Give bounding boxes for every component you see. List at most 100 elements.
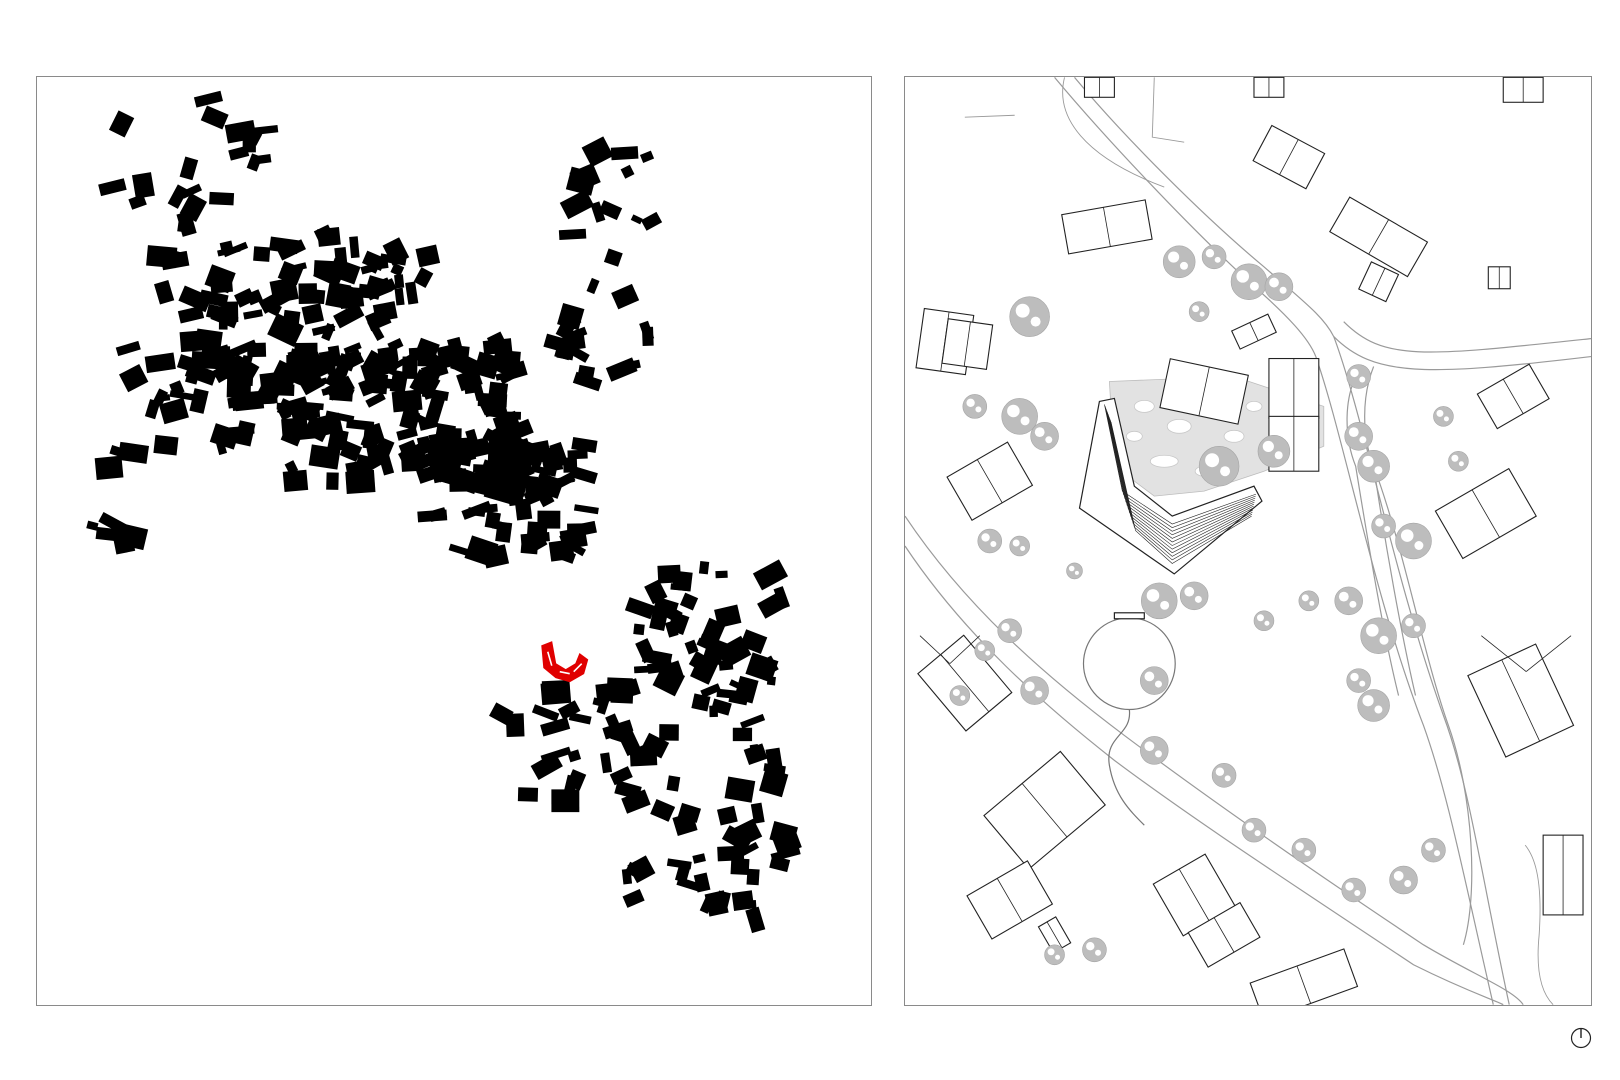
- building-block: [333, 302, 365, 329]
- building-block: [531, 704, 560, 722]
- building-block: [391, 389, 423, 413]
- building-block: [98, 178, 127, 197]
- site-plan-map: [904, 76, 1592, 1006]
- building-block: [425, 395, 446, 422]
- building-block: [726, 818, 763, 850]
- building-block: [610, 146, 639, 161]
- building-block: [609, 766, 633, 786]
- building-block: [752, 559, 789, 591]
- tree: [997, 618, 1022, 644]
- tree: [1188, 301, 1210, 322]
- tree: [1344, 422, 1373, 451]
- building-block: [559, 527, 588, 550]
- building-block: [664, 620, 679, 638]
- building-block: [327, 428, 349, 451]
- building-block: [641, 648, 673, 667]
- building-block: [301, 303, 325, 325]
- building-block: [640, 211, 663, 231]
- building-block: [415, 244, 441, 268]
- tree: [1253, 610, 1275, 632]
- house: [1187, 901, 1261, 968]
- houses: [915, 77, 1584, 1005]
- building-block: [361, 250, 387, 272]
- building-block: [602, 719, 634, 740]
- building-block: [754, 655, 779, 679]
- building-block: [498, 369, 516, 385]
- building-block: [205, 303, 222, 320]
- house: [1542, 834, 1584, 916]
- building-block: [310, 412, 344, 438]
- building-block: [189, 388, 209, 414]
- house: [1083, 77, 1115, 98]
- building-block: [541, 679, 570, 690]
- school-building: [1078, 397, 1263, 575]
- building-block: [313, 265, 343, 288]
- house: [1434, 467, 1537, 560]
- tree: [1334, 586, 1363, 616]
- building-block: [505, 713, 525, 738]
- building-block: [324, 367, 347, 391]
- house: [1358, 261, 1400, 303]
- tree: [1395, 522, 1432, 560]
- building-block: [484, 511, 501, 530]
- building-block: [400, 450, 424, 472]
- house: [966, 860, 1054, 940]
- building-block: [633, 623, 645, 636]
- building-block: [487, 444, 513, 465]
- house-hipped-roof: [919, 635, 981, 664]
- figure-ground-svg: [86, 90, 802, 934]
- building-block: [568, 712, 592, 725]
- building-block: [423, 389, 434, 400]
- building-block: [595, 682, 616, 703]
- tree: [1371, 513, 1396, 539]
- tree: [1264, 272, 1294, 301]
- building-block: [144, 352, 176, 374]
- building-block: [308, 444, 341, 470]
- building-block: [343, 342, 362, 355]
- house: [1230, 313, 1277, 350]
- building-block: [540, 717, 571, 737]
- building-block: [227, 395, 248, 409]
- tree: [1241, 817, 1267, 843]
- building-block: [510, 444, 541, 461]
- building-block: [716, 688, 739, 700]
- building-block: [659, 803, 675, 822]
- house: [1268, 357, 1320, 419]
- building-block: [672, 812, 698, 836]
- building-block: [461, 500, 492, 520]
- building-block: [277, 239, 306, 261]
- building-block: [624, 597, 656, 620]
- tree: [1211, 763, 1237, 788]
- building-block: [263, 383, 275, 405]
- building-block: [717, 845, 745, 862]
- building-block: [311, 377, 328, 388]
- building-block: [218, 306, 228, 330]
- tree: [1389, 865, 1418, 895]
- building-block: [167, 184, 189, 209]
- building-block: [372, 301, 398, 323]
- building-block: [666, 775, 681, 792]
- building-block: [402, 356, 418, 380]
- building-block: [581, 136, 614, 168]
- building-block: [394, 274, 405, 289]
- building-block: [627, 855, 656, 884]
- building-block: [227, 339, 258, 359]
- tree: [1162, 245, 1196, 279]
- building-block: [408, 347, 427, 358]
- house: [1329, 196, 1429, 278]
- building-block: [436, 343, 461, 369]
- building-block: [611, 283, 640, 310]
- building-block: [222, 241, 249, 258]
- building-block: [369, 377, 395, 389]
- building-block: [569, 162, 601, 192]
- building-block: [543, 333, 576, 355]
- building-block: [586, 277, 600, 295]
- building-block: [557, 700, 581, 720]
- building-block: [377, 360, 398, 376]
- house: [1476, 363, 1550, 430]
- building-block: [216, 441, 228, 456]
- building-block: [413, 267, 434, 289]
- building-block: [674, 864, 691, 883]
- building-block: [342, 348, 365, 370]
- building-block: [491, 462, 513, 488]
